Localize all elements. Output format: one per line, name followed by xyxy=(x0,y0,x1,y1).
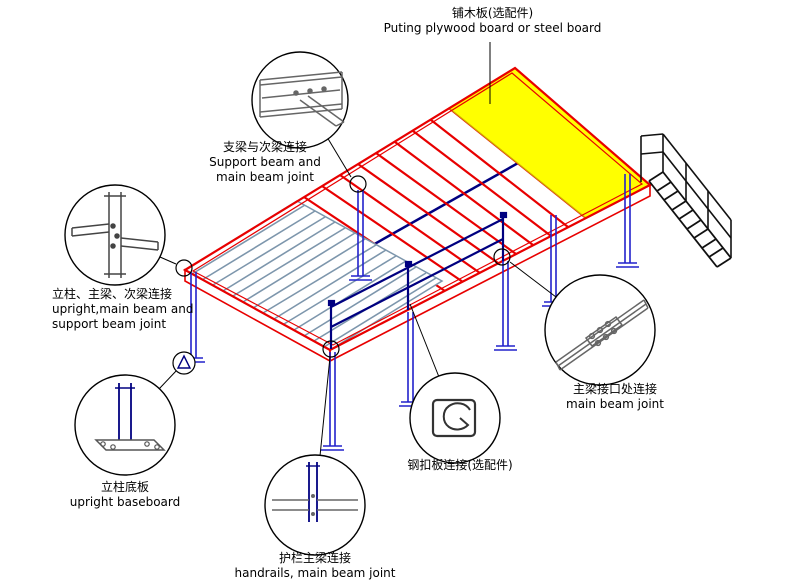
column-right-corner xyxy=(616,174,639,268)
callout-baseboard xyxy=(74,374,176,476)
label-buckle-cn: 钢扣板连接(选配件) xyxy=(407,458,513,472)
label-upright-cn: 立柱、主梁、次梁连接 xyxy=(52,287,173,301)
label-upright-en1: upright,main beam and xyxy=(52,302,194,316)
platform-drawing xyxy=(182,66,732,451)
label-plywood-en: Puting plywood board or steel board xyxy=(383,21,602,35)
label-upright-en2: support beam joint xyxy=(52,317,167,331)
leader-baseboard xyxy=(158,369,178,390)
leader-support-beam xyxy=(326,136,352,178)
label-handrail-joint: 护栏主梁连接 handrails, main beam joint xyxy=(210,551,420,581)
label-handrail-cn: 护栏主梁连接 xyxy=(278,551,351,565)
support-beam-joint-sketch xyxy=(259,71,345,127)
stair-railing xyxy=(640,133,732,258)
deck-panel xyxy=(183,200,444,351)
callout-buckle-plate xyxy=(409,372,501,464)
label-support-beam-cn: 支梁与次梁连接 xyxy=(222,140,307,154)
label-support-beam-joint: 支梁与次梁连接 Support beam and main beam joint xyxy=(185,140,345,185)
callout-main-beam-joint xyxy=(544,274,656,386)
baseboard-sketch xyxy=(94,383,166,451)
label-upright-joint: 立柱、主梁、次梁连接 upright,main beam and support… xyxy=(52,287,232,332)
label-buckle-plate: 钢扣板连接(选配件) xyxy=(385,458,535,473)
callout-support-beam-joint xyxy=(251,51,349,149)
marker-support-beam xyxy=(349,175,367,193)
leader-lines xyxy=(158,42,557,457)
leader-handrail-joint xyxy=(319,356,331,457)
label-support-beam-en1: Support beam and xyxy=(209,155,321,169)
label-handrail-en: handrails, main beam joint xyxy=(234,566,396,580)
column-interior xyxy=(349,190,372,281)
marker-upright-joint xyxy=(175,259,193,277)
leader-buckle-plate xyxy=(409,303,440,378)
marker-handrail-joint xyxy=(322,340,340,358)
label-support-beam-en2: main beam joint xyxy=(216,170,314,184)
column-front-right xyxy=(494,261,517,351)
label-baseboard-cn: 立柱底板 xyxy=(100,480,149,494)
handrail xyxy=(327,211,508,349)
column-front-left xyxy=(321,352,344,451)
label-baseboard-en: upright baseboard xyxy=(69,495,181,509)
label-main-beam-cn: 主梁接口处连接 xyxy=(572,382,657,396)
marker-baseboard xyxy=(172,351,196,375)
label-baseboard: 立柱底板 upright baseboard xyxy=(55,480,195,510)
label-plywood: 铺木板(选配件) Puting plywood board or steel b… xyxy=(350,6,635,36)
buckle-plate-sketch xyxy=(431,398,477,438)
marker-main-beam-joint xyxy=(493,248,511,266)
callout-upright-joint xyxy=(64,184,166,286)
upright-joint-sketch xyxy=(71,192,159,278)
leader-main-beam-joint xyxy=(509,261,557,298)
main-beam-joint-sketch xyxy=(555,299,649,371)
leader-upright-joint xyxy=(159,256,177,265)
staircase xyxy=(640,133,732,268)
label-plywood-cn: 铺木板(选配件) xyxy=(451,6,534,20)
label-main-beam-en: main beam joint xyxy=(566,397,664,411)
callout-handrail-joint xyxy=(264,454,366,556)
handrail-joint-sketch xyxy=(272,462,358,522)
label-main-beam-joint: 主梁接口处连接 main beam joint xyxy=(540,382,690,412)
